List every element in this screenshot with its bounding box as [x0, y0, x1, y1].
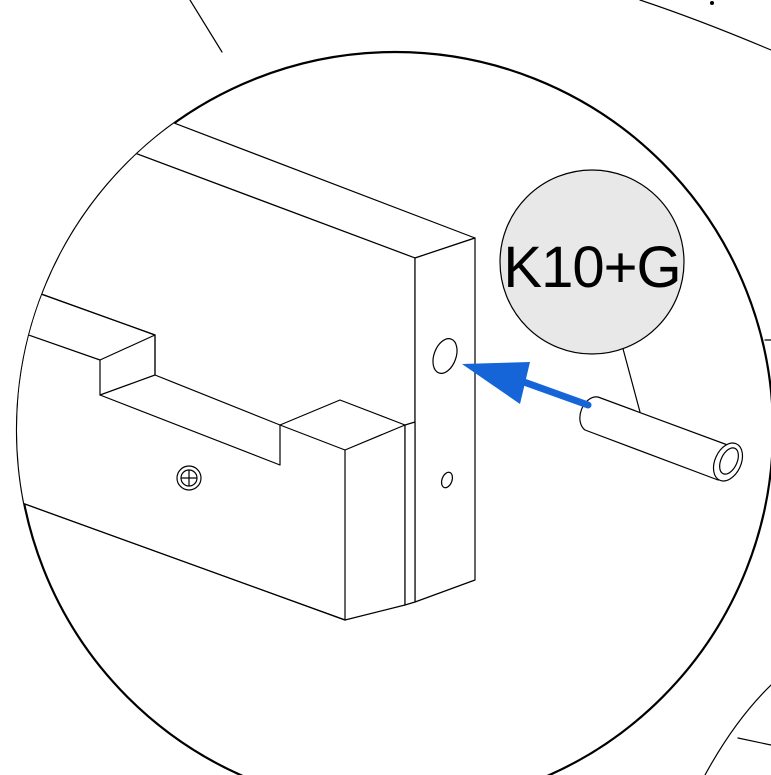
part-label: K10+G — [503, 235, 680, 300]
screw-head-icon — [176, 465, 202, 491]
insert-arrow-icon — [462, 362, 592, 409]
background-circle-top-left — [189, 0, 223, 53]
part-label-bubble: K10+G — [499, 169, 685, 355]
background-circle-top-right — [639, 0, 771, 51]
dowel-hole-lower — [440, 471, 454, 489]
dowel-pin-icon — [579, 396, 744, 482]
dowel-hole-upper — [432, 338, 458, 374]
end-post — [404, 237, 476, 606]
background-circle-bottom-right — [704, 684, 771, 775]
notched-side-panel — [17, 284, 406, 621]
label-leader-line — [621, 344, 641, 413]
background-circle-bottom-right-inner — [737, 737, 771, 746]
label-bubble-circle — [499, 169, 685, 355]
background-dot — [710, 1, 714, 5]
